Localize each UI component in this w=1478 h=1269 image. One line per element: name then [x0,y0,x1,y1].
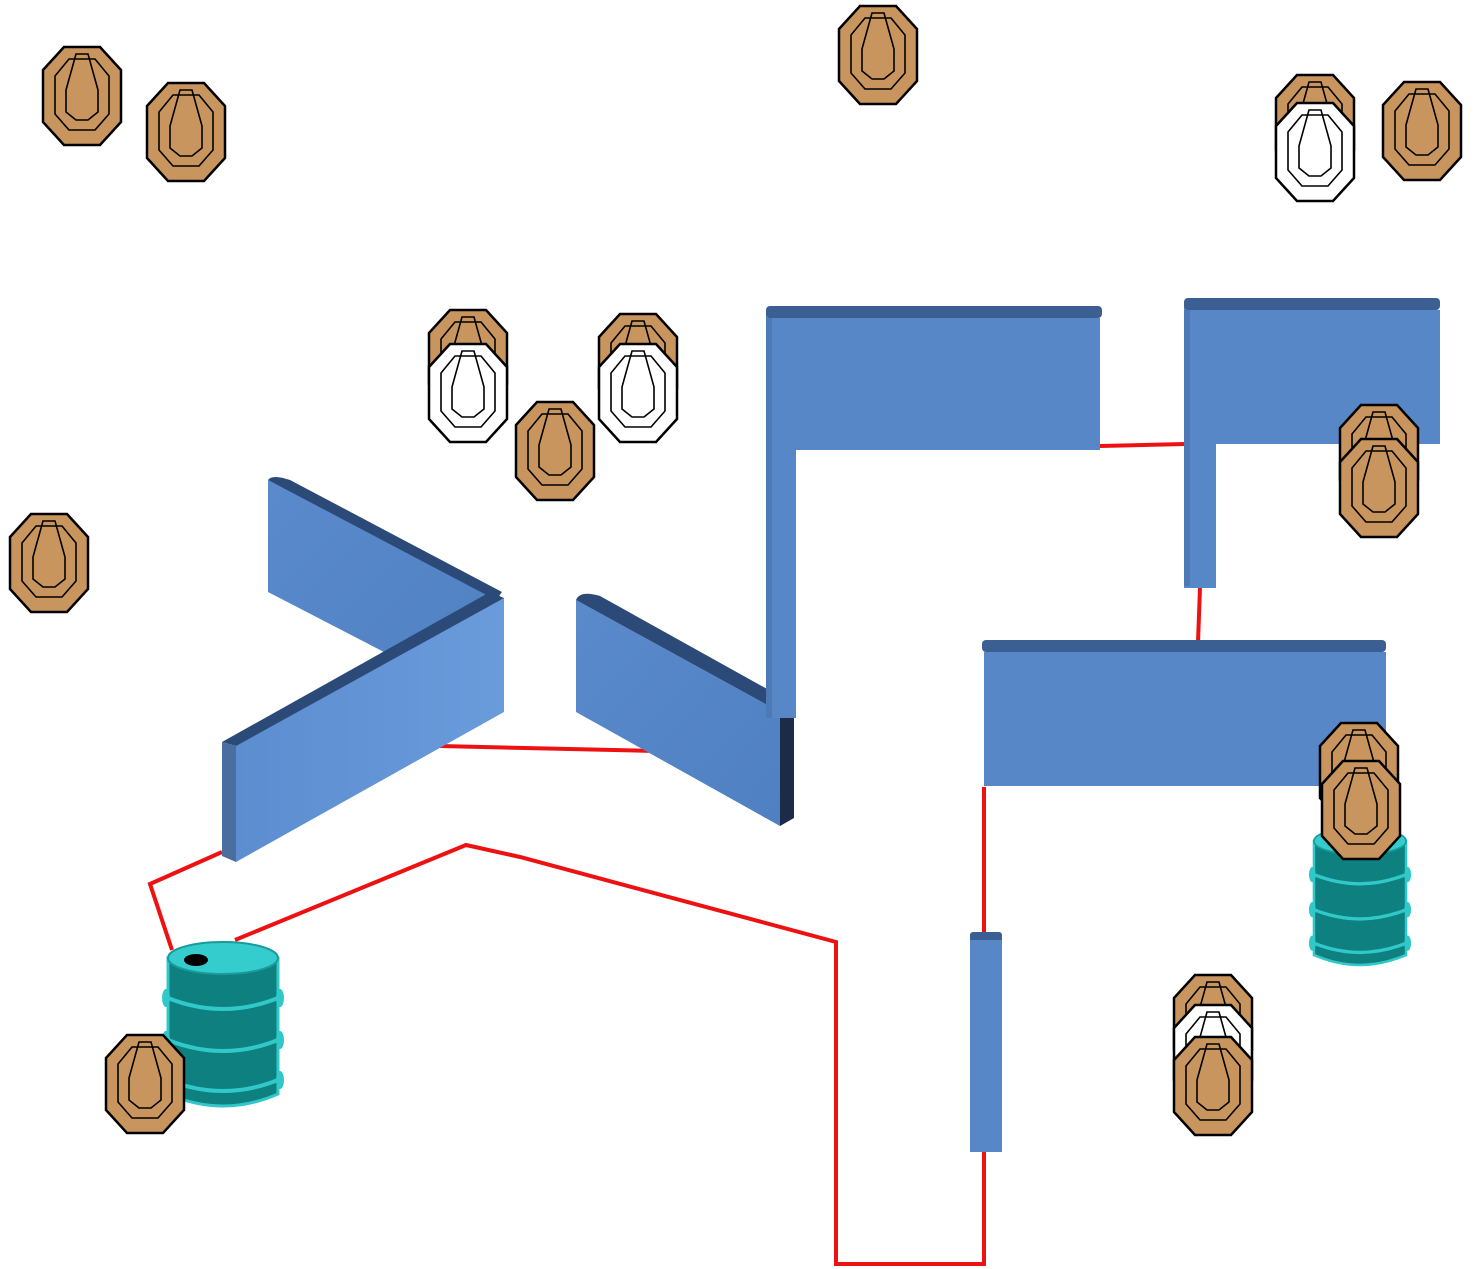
paper-target-icon [1338,437,1420,539]
paper-target-icon [837,4,919,106]
no-shoot-target-icon [427,342,509,444]
paper-target-icon [1172,1035,1254,1137]
paper-target-icon [104,1033,186,1135]
fault-line-vee-gap [439,744,656,753]
paper-target-icon [1320,759,1402,861]
wall-vee-lower-arm [222,592,504,862]
paper-target-icon [145,81,227,183]
walls [222,298,1440,1152]
no-shoot-target-icon [1274,101,1356,203]
fault-line-post-gap [1196,587,1202,643]
fault-line-top-walls-gap [1099,442,1186,448]
wall-vee-right-panel [576,593,794,826]
paper-target-icon [1381,80,1463,182]
paper-target-icon [8,512,90,614]
fault-line-left-barrel [147,850,223,951]
wall-centre-corner [766,306,1102,718]
no-shoot-target-icon [597,342,679,444]
paper-target-icon [41,45,123,147]
paper-target-icon [514,400,596,502]
wall-lower-post [970,932,1002,1152]
fault-lines [147,442,1202,1266]
fault-line-main-course [234,842,986,1266]
